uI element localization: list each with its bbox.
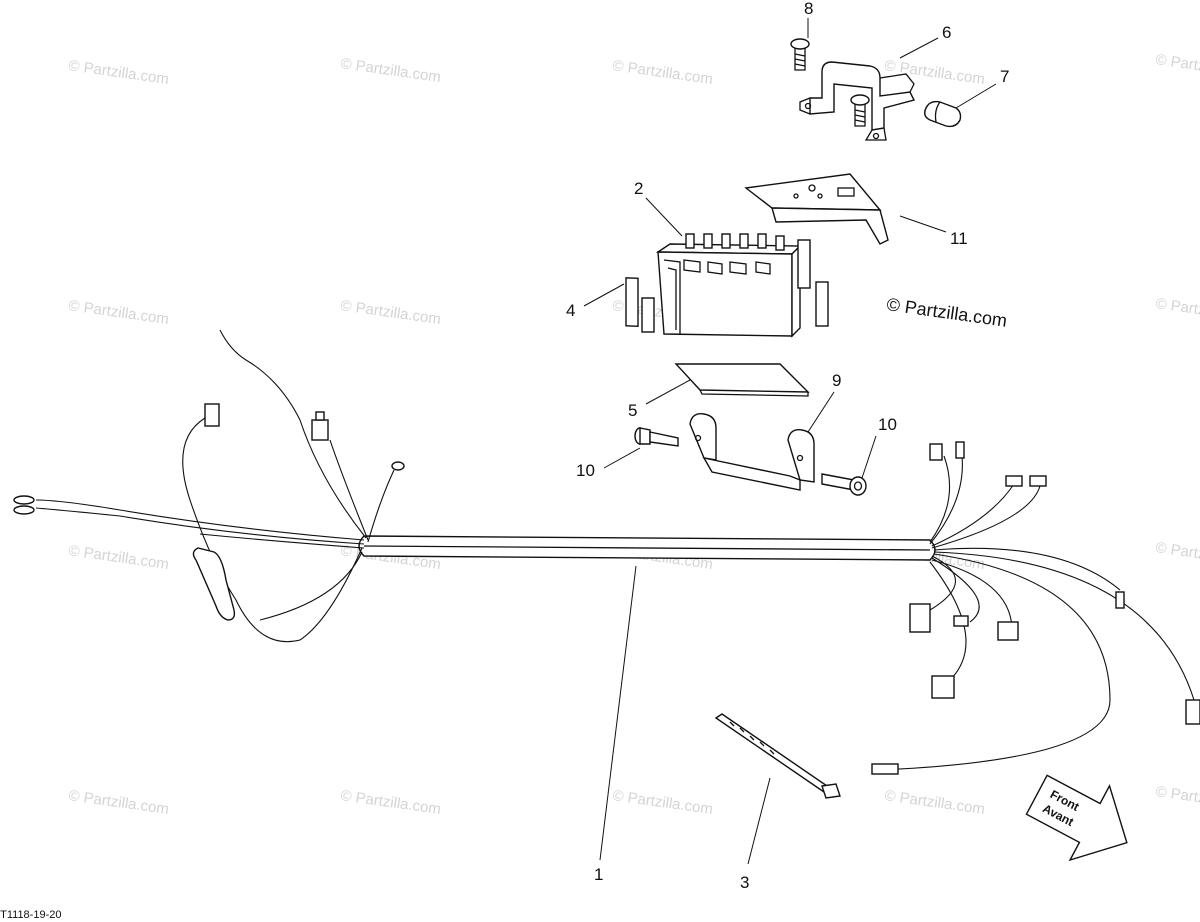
connector (931, 675, 955, 699)
connector (909, 603, 931, 633)
callout-10: 10 (576, 461, 595, 480)
watermark: © Partzilla.com (339, 787, 441, 818)
callout-8: 8 (804, 0, 813, 18)
watermark: © Partzilla.com (1154, 783, 1200, 814)
connector (1115, 591, 1125, 609)
watermark: © Partzilla.com (1154, 295, 1200, 326)
part-5-mat (674, 363, 810, 397)
watermark: © Partzilla.com (883, 787, 985, 818)
connector (953, 615, 969, 627)
callout-labels: 8 6 7 11 2 4 5 9 10 10 1 3 (566, 0, 1009, 892)
watermark: © Partzilla.com (339, 297, 441, 328)
front-arrow: Front Avant (1025, 774, 1128, 862)
copyright-label: © Partzilla.com (885, 294, 1008, 331)
callout-5: 5 (628, 401, 637, 420)
part-9-strap (689, 413, 815, 491)
callout-11: 11 (950, 229, 968, 248)
connector (929, 443, 943, 461)
callout-3: 3 (740, 873, 749, 892)
watermark: © Partzilla.com (611, 787, 713, 818)
drawing-code: 8T1118-19-20 (0, 909, 61, 921)
bracket-screw (850, 94, 870, 127)
watermark: © Partzilla.com (67, 57, 169, 88)
watermark-layer: © Partzilla.com © Partzilla.com © Partzi… (67, 51, 1200, 818)
part-3-cable-tie (714, 713, 841, 799)
part-2-battery (655, 233, 802, 338)
connector (391, 461, 405, 471)
connector (315, 411, 325, 421)
watermark: © Partzilla.com (611, 57, 713, 88)
watermark: © Partzilla.com (67, 297, 169, 328)
part-10-bolt-right (821, 473, 867, 496)
watermark: © Partzilla.com (67, 787, 169, 818)
connector (997, 621, 1019, 641)
part-11-plate (744, 173, 889, 245)
callout-2: 2 (634, 179, 643, 198)
leader-lines (583, 18, 997, 865)
watermark: © Partzilla.com (67, 542, 169, 573)
battery-terminals (685, 233, 785, 251)
connector (955, 441, 965, 459)
watermark: © Partzilla.com (1154, 51, 1200, 82)
callout-4: 4 (566, 301, 575, 320)
part-8-screw (790, 38, 810, 71)
part-10-bolt-left (634, 427, 679, 447)
terminal (13, 495, 35, 505)
watermark: © Partzilla.com (1154, 539, 1200, 570)
connector (1029, 475, 1047, 487)
callout-7: 7 (1000, 67, 1009, 86)
terminal (13, 505, 35, 515)
inline-sleeve (192, 547, 236, 621)
callout-9: 9 (832, 371, 841, 390)
connector (311, 419, 329, 441)
connector (1185, 699, 1200, 725)
part-7-pad (923, 100, 962, 128)
callout-6: 6 (942, 23, 951, 42)
part-6-bracket (799, 61, 916, 141)
terminal (871, 763, 899, 775)
callout-1: 1 (594, 865, 603, 884)
watermark: © Partzilla.com (883, 57, 985, 88)
watermark: © Partzilla.com (339, 55, 441, 86)
connector (204, 403, 220, 427)
callout-10: 10 (878, 415, 897, 434)
connector (1005, 475, 1023, 487)
part-1-wiring-harness (13, 329, 1200, 775)
part-4-foam-pads (625, 239, 829, 333)
